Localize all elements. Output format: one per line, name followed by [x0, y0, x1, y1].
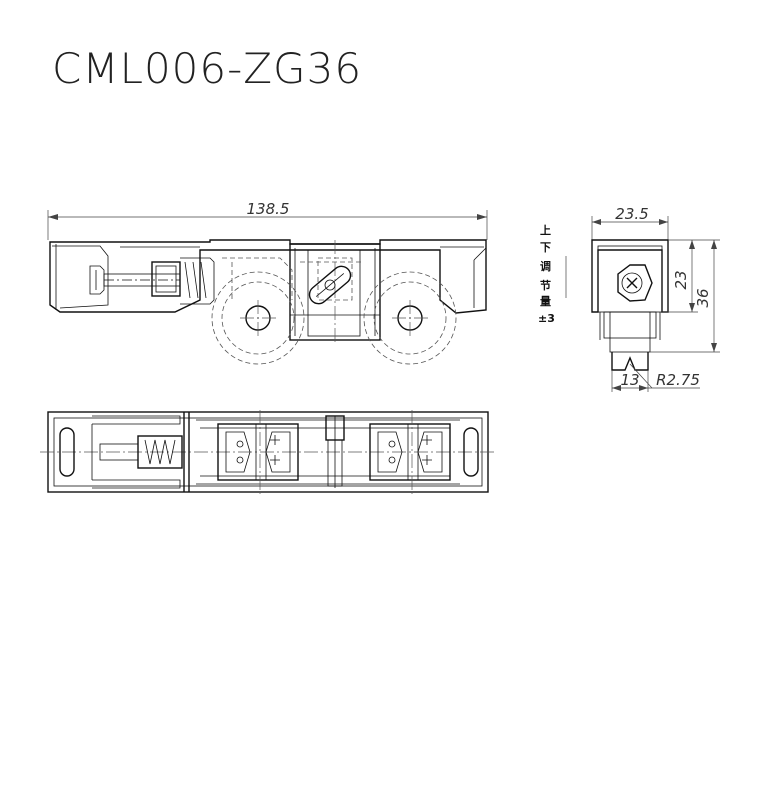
- note-char-3: 调: [540, 259, 551, 273]
- side-view: 138.5: [47, 200, 488, 365]
- dim-wheel-width: 13: [620, 371, 639, 389]
- dim-width: 23.5: [615, 205, 648, 223]
- note-char-5: 量: [540, 295, 551, 308]
- end-view: 23.5 23 36 13 R2.75 上: [538, 205, 720, 392]
- dim-height-inner: 23: [672, 270, 690, 289]
- note-char-6: ±3: [538, 312, 555, 325]
- page-title: CML006-ZG36: [52, 44, 363, 93]
- note-char-1: 上: [540, 223, 551, 237]
- dim-groove-radius: R2.75: [656, 371, 700, 389]
- dim-height-total: 36: [694, 288, 712, 307]
- top-view: [40, 410, 496, 494]
- dim-overall-length: 138.5: [247, 200, 290, 218]
- note-char-2: 下: [540, 241, 551, 254]
- note-char-4: 节: [540, 278, 551, 292]
